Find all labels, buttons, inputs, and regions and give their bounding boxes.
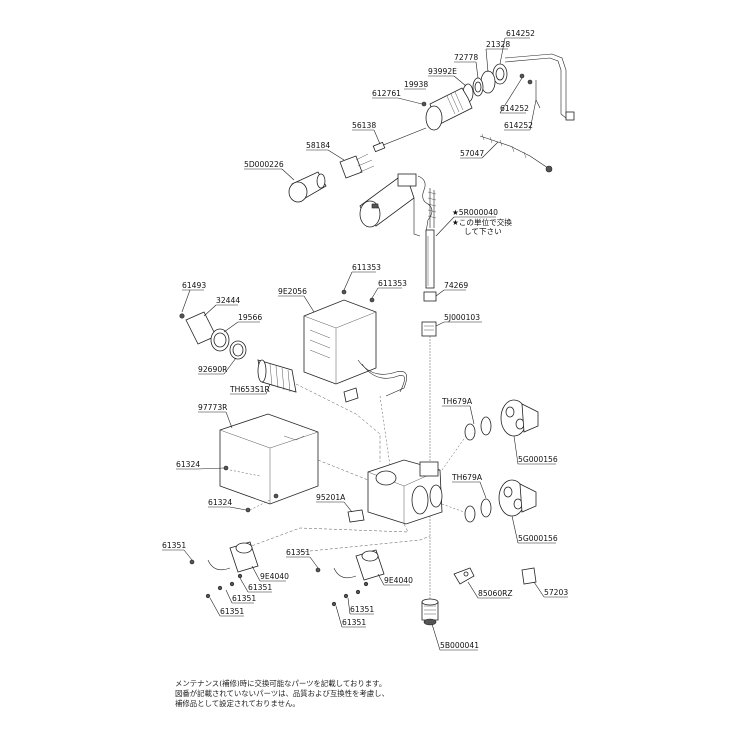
label-57203: 57203 bbox=[544, 588, 568, 597]
part-labels: 614252 21328 72778 93992E 19938 612761 6… bbox=[162, 29, 568, 651]
label-93992E: 93992E bbox=[428, 67, 457, 76]
label-614252-low: 614252 bbox=[504, 121, 533, 130]
misc-parts bbox=[421, 567, 537, 626]
label-61351-f: 61351 bbox=[350, 605, 374, 614]
label-58184: 58184 bbox=[306, 141, 330, 150]
label-61351-a: 61351 bbox=[162, 541, 186, 550]
label-74269: 74269 bbox=[444, 281, 468, 290]
cover-panel bbox=[219, 413, 319, 513]
right-cartridge-upper bbox=[441, 399, 539, 471]
label-5R000040: ★5R000040 bbox=[452, 208, 498, 217]
label-21328: 21328 bbox=[486, 40, 510, 49]
maintenance-note-line3: 補修品として設定されておりません。 bbox=[175, 699, 300, 708]
control-unit bbox=[303, 289, 407, 467]
label-612761: 612761 bbox=[372, 89, 401, 98]
label-614252-top: 614252 bbox=[506, 29, 535, 38]
label-614252-mid: 614252 bbox=[500, 104, 529, 113]
label-5G000156-2: 5G000156 bbox=[518, 534, 558, 543]
label-5B000041: 5B000041 bbox=[440, 641, 479, 650]
label-95201A: 95201A bbox=[316, 493, 346, 502]
label-61351-d: 61351 bbox=[220, 607, 244, 616]
label-5G000156-1: 5G000156 bbox=[518, 455, 558, 464]
label-19566: 19566 bbox=[238, 313, 262, 322]
note-replace-unit-line1: ★この単位で交換 bbox=[452, 217, 512, 227]
label-72778: 72778 bbox=[454, 53, 478, 62]
label-32444: 32444 bbox=[216, 296, 240, 305]
label-97773R: 97773R bbox=[198, 403, 228, 412]
left-valve-assembly bbox=[179, 311, 381, 462]
label-92690R: 92690R bbox=[198, 365, 228, 374]
right-cartridge-lower bbox=[441, 479, 537, 523]
label-56138: 56138 bbox=[352, 121, 376, 130]
label-61324-b: 61324 bbox=[208, 498, 232, 507]
label-57047: 57047 bbox=[460, 149, 484, 158]
label-5D000226: 5D000226 bbox=[244, 160, 284, 169]
label-19938: 19938 bbox=[404, 80, 428, 89]
spout-assembly bbox=[359, 173, 437, 600]
maintenance-note-line2: 図番が記載されていないパーツは、品質および互換性を考慮し、 bbox=[175, 689, 389, 698]
label-TH679A-2: TH679A bbox=[451, 473, 483, 482]
label-61351-b: 61351 bbox=[248, 583, 272, 592]
label-9E4040-a: 9E4040 bbox=[260, 572, 289, 581]
label-TH653S1R: TH653S1R bbox=[229, 385, 270, 394]
note-replace-unit-line2: して下さい bbox=[464, 227, 502, 236]
label-9E2056: 9E2056 bbox=[278, 287, 307, 296]
label-5J000103: 5J000103 bbox=[444, 313, 480, 322]
label-611353-a: 611353 bbox=[352, 263, 381, 272]
label-9E4040-b: 9E4040 bbox=[384, 576, 413, 585]
label-61493: 61493 bbox=[182, 281, 206, 290]
top-pipe-assembly bbox=[288, 53, 575, 203]
label-85060RZ: 85060RZ bbox=[478, 589, 513, 598]
label-61351-c: 61351 bbox=[232, 594, 256, 603]
label-611353-b: 611353 bbox=[378, 279, 407, 288]
label-61351-g: 61351 bbox=[342, 618, 366, 627]
solenoid-valve-left bbox=[189, 541, 259, 599]
main-valve-body bbox=[245, 459, 443, 549]
label-61324-a: 61324 bbox=[176, 460, 200, 469]
solenoid-valve-right bbox=[299, 535, 431, 607]
maintenance-note: メンテナンス(補修)時に交換可能なパーツを記載しております。 図番が記載されてい… bbox=[175, 679, 595, 709]
label-61351-e: 61351 bbox=[286, 548, 310, 557]
maintenance-note-line1: メンテナンス(補修)時に交換可能なパーツを記載しております。 bbox=[175, 679, 387, 688]
label-TH679A-1: TH679A bbox=[441, 397, 473, 406]
